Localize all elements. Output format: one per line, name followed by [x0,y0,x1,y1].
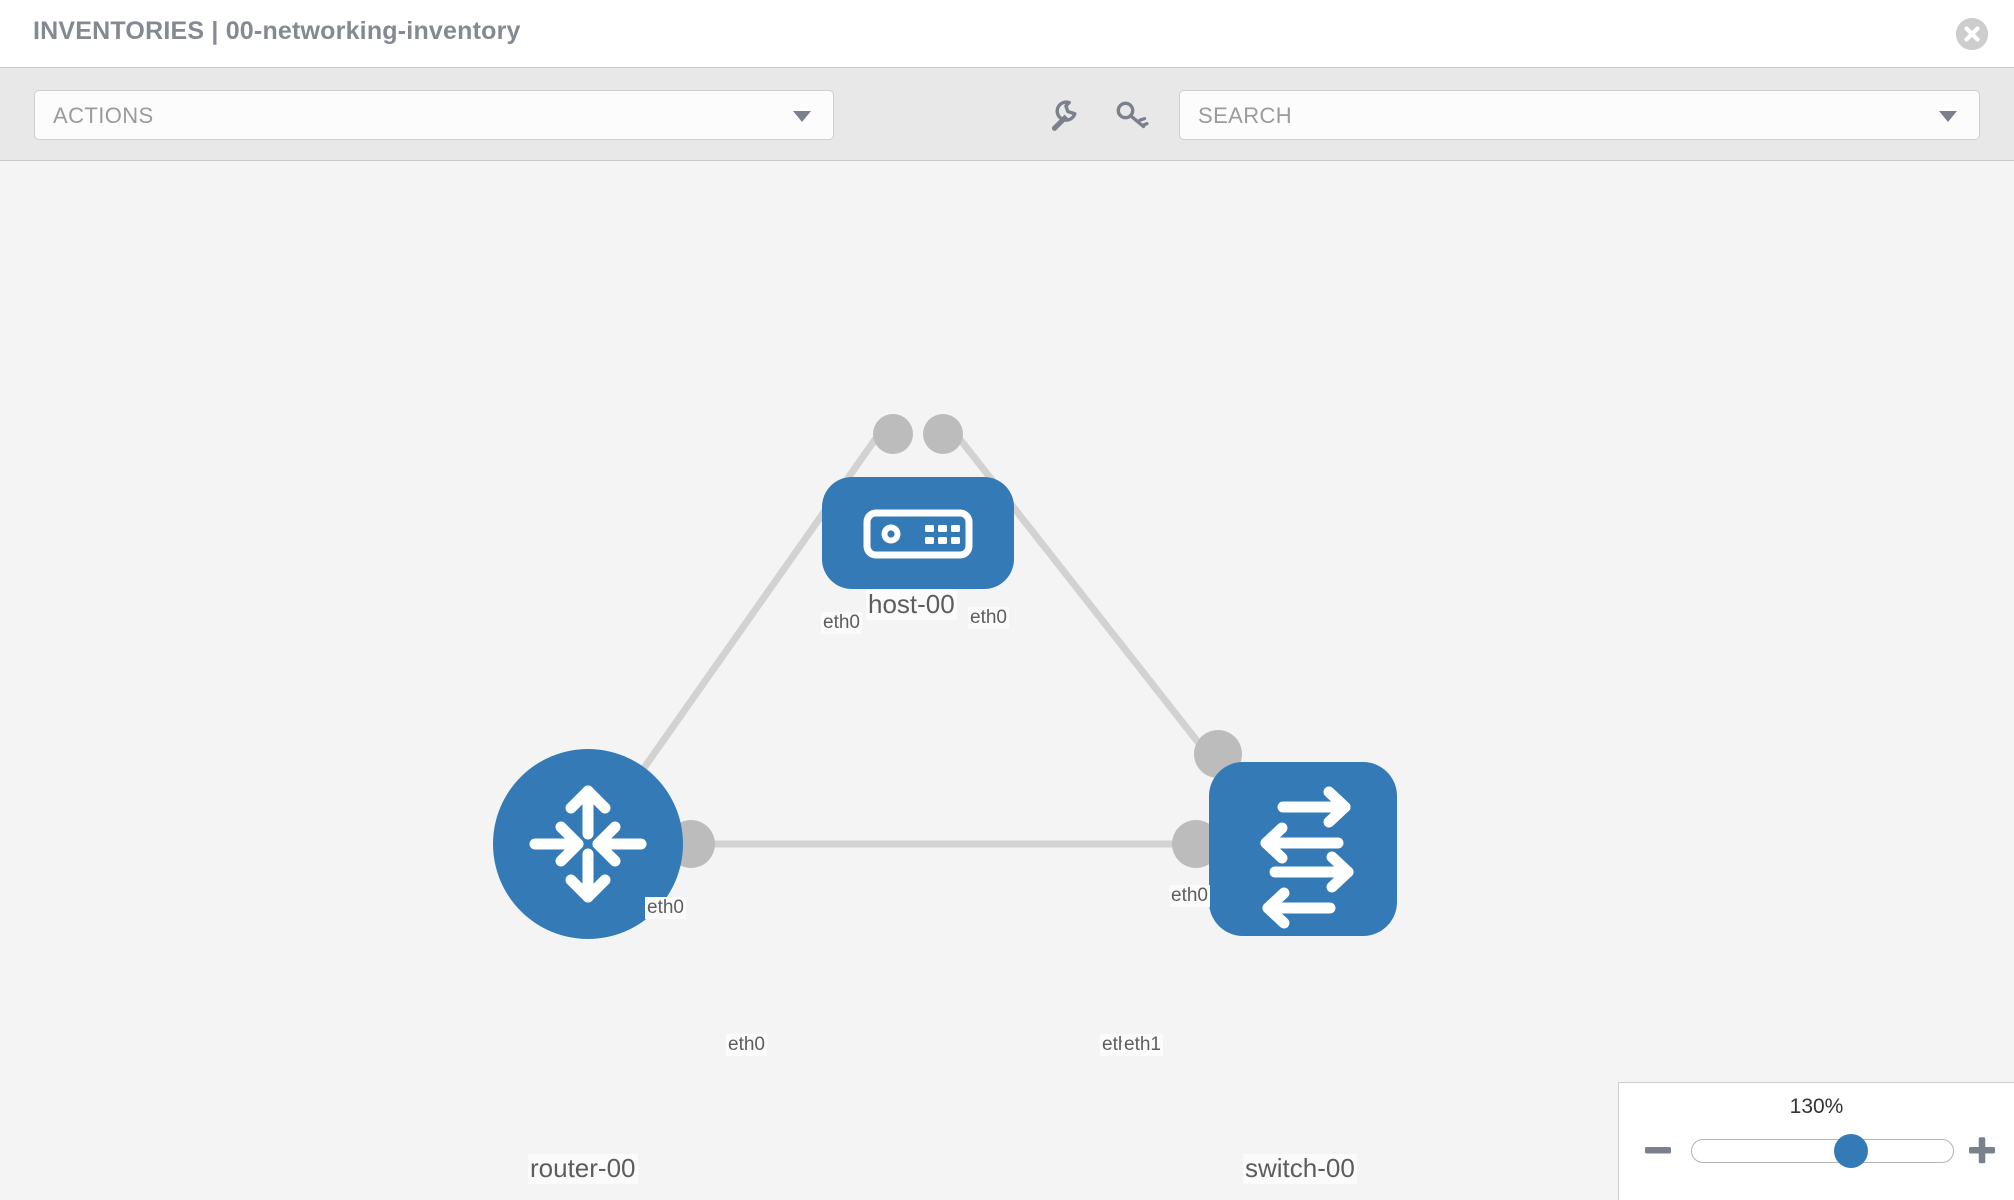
zoom-slider-thumb[interactable] [1833,1134,1868,1168]
zoom-slider-row [1619,1131,2014,1171]
node-label-router-00: router-00 [528,1153,638,1184]
stub-host-left [873,414,913,454]
chevron-down-icon[interactable] [1939,111,1957,122]
actions-dropdown-label: ACTIONS [53,103,154,128]
search-placeholder: SEARCH [1198,103,1293,128]
iface-label-host-right: eth0 [968,607,1009,629]
wrench-icon[interactable] [1044,96,1082,134]
zoom-level-label: 130% [1789,1095,1844,1118]
node-host-00-shape[interactable] [822,477,1014,589]
topology-graph [493,414,1397,939]
stub-switch-left [1172,820,1220,868]
iface-label-switch-left: eth1 [1122,1034,1163,1056]
key-icon[interactable] [1112,96,1150,134]
router-arrows-icon [529,785,647,903]
connector-stubs [667,414,1242,868]
toolbar: ACTIONS SEARCH [0,68,2014,161]
server-icon [863,509,973,559]
search-input[interactable]: SEARCH [1179,90,1980,140]
iface-label-router-right: eth0 [726,1034,767,1056]
plus-icon[interactable] [1965,1133,1999,1167]
iface-label-host-left: eth0 [821,612,862,634]
iface-label-switch-up: eth0 [1169,885,1210,907]
switch-arrows-icon [1260,786,1354,929]
topology-canvas[interactable]: host-00 router-00 switch-00 eth0 eth0 et… [0,162,2014,1200]
node-switch-00-shape[interactable] [1209,762,1397,936]
zoom-slider-track[interactable] [1691,1134,1954,1168]
page-title: INVENTORIES | 00-networking-inventory [33,17,521,45]
node-label-host-00: host-00 [866,589,957,620]
minus-icon[interactable] [1641,1133,1675,1167]
close-icon[interactable] [1956,18,1988,50]
stub-host-right [923,414,963,454]
page-header: INVENTORIES | 00-networking-inventory [0,0,2014,68]
actions-dropdown[interactable]: ACTIONS [34,90,834,140]
iface-label-router-up: eth0 [645,897,686,919]
zoom-control: 130% [1618,1082,2014,1200]
chevron-down-icon [793,111,811,122]
node-label-switch-00: switch-00 [1243,1153,1357,1184]
node-router-00-shape[interactable] [493,749,683,939]
